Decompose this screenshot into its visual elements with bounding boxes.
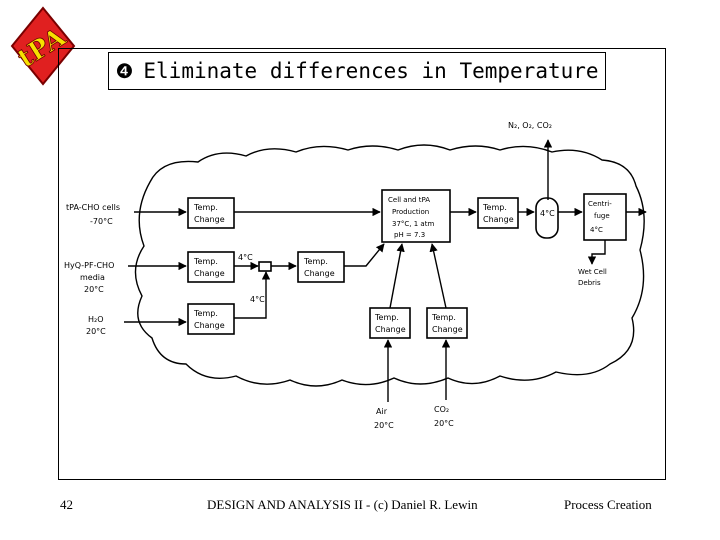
input-co2-label: CO₂ 20°C [434,405,454,428]
stream-tc3-to-mixer [234,271,271,319]
gas-out-label: N₂, O₂, CO₂ [508,121,552,130]
number-bullet-icon: ❹ [115,59,134,83]
temp-change-air-label: Temp. Change [374,313,406,334]
temp-change-mix-label: Temp. Change [303,257,335,278]
separator-vessel [535,197,559,239]
mixer-node [258,261,272,272]
temp-change-1-label: Temp. Change [193,203,225,224]
temp-change-box-co2 [426,307,468,339]
footer-course-title: DESIGN AND ANALYSIS II - (c) Daniel R. L… [207,497,478,512]
slide-frame [58,48,666,480]
stream-wet-cell-debris [587,240,606,265]
cell-tpa-production-box [381,189,451,243]
temp-change-box-2 [187,251,235,283]
cell-tpa-production-label: Cell and tPA Production 37°C, 1 atm pH =… [388,196,437,239]
input-air-label: Air 20°C [374,407,394,430]
slide-title-text: Eliminate differences in Temperature [143,59,599,83]
temp-change-3-label: Temp. Change [193,309,225,330]
temp-label-4c-a: 4°C [238,253,253,262]
input-medium-label: HyQ-PF-CHO media 20°C [64,261,117,294]
temp-change-co2-label: Temp. Change [431,313,463,334]
centrifuge-label: Centri- fuge 4°C [588,200,614,234]
input-tpa-cho-label: tPA-CHO cells -70°C [66,203,123,226]
temp-change-box-out [477,197,519,229]
temp-change-2-label: Temp. Change [193,257,225,278]
temp-change-box-1 [187,197,235,229]
slide-title: ❹ Eliminate differences in Temperature [108,52,606,90]
footer-section-title: Process Creation [564,497,652,512]
wet-cell-debris-label: Wet Cell Debris [578,268,609,287]
temp-label-4c-c: 4°C [540,209,555,218]
temp-change-box-3 [187,303,235,335]
input-water-label: H₂O 20°C [86,315,106,336]
temp-change-box-mix [297,251,345,283]
page-number: 42 [60,497,73,512]
temp-label-4c-b: 4°C [250,295,265,304]
stream-air-to-reactor [389,243,405,309]
stream-co2-to-reactor [429,243,447,309]
temp-change-out-label: Temp. Change [482,203,514,224]
process-boundary-cloud [134,144,645,387]
stream-mix-to-reactor [344,243,385,267]
